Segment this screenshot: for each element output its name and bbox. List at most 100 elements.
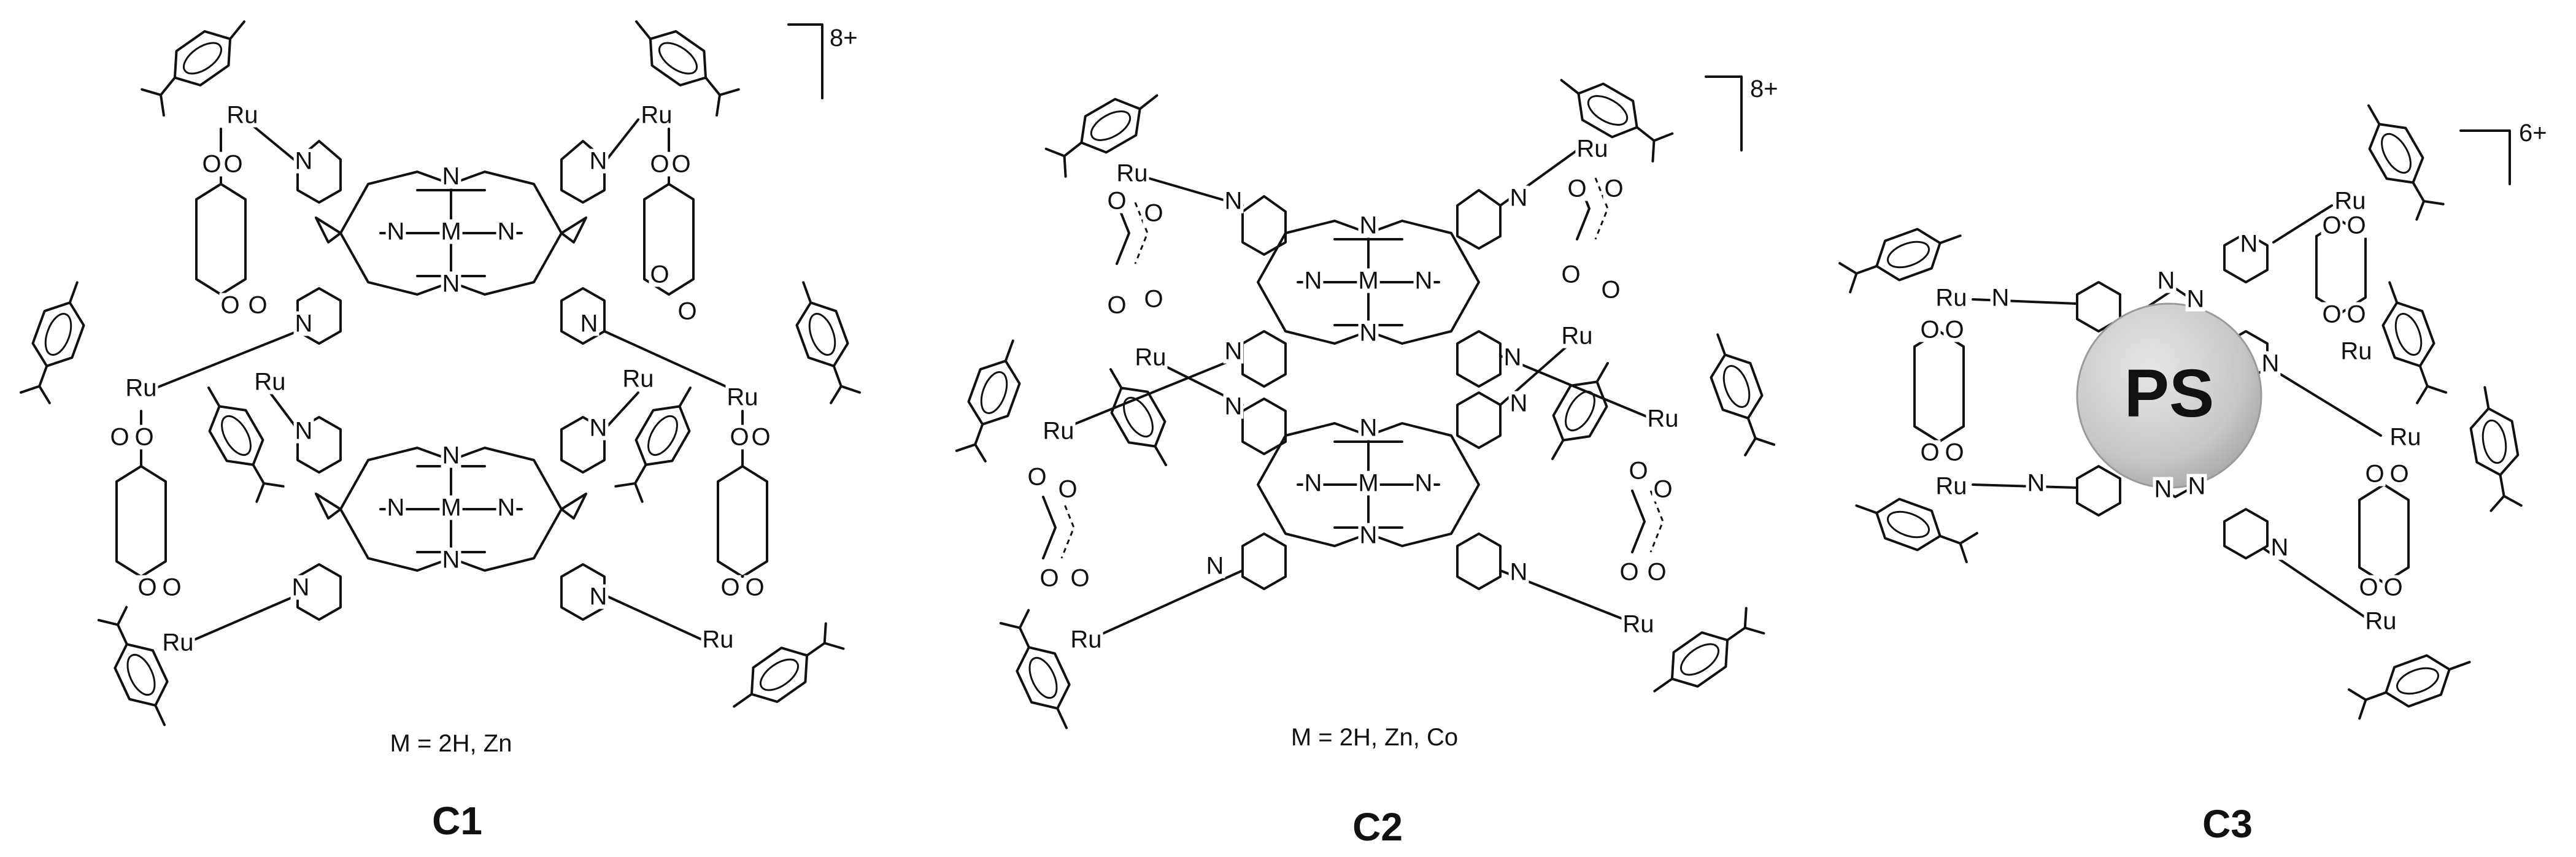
atom-label-background: [1603, 176, 1625, 201]
atom-label-background: [290, 575, 311, 600]
atom-label-background: [441, 443, 461, 468]
metal-center: M: [441, 218, 461, 245]
atom-label-background: [496, 495, 517, 520]
atom-label-background: [1205, 553, 1225, 578]
n-atom: N: [2262, 350, 2280, 377]
atom-label-background: [2269, 535, 2290, 560]
atom-label-background: [1621, 612, 1656, 637]
atom-label-background: [1943, 317, 1965, 342]
atom-label-background: [1133, 345, 1168, 370]
o-atom: O: [1107, 292, 1126, 319]
ru-atom: Ru: [2340, 338, 2372, 365]
atom-label-background: [385, 219, 406, 244]
atom-label-background: [1358, 320, 1379, 345]
complex-label: C2: [1352, 805, 1403, 849]
atom-label-background: [579, 311, 600, 336]
atom-label-background: [2333, 188, 2367, 213]
o-atom: O: [730, 424, 749, 451]
atom-label-background: [1115, 161, 1149, 186]
n-atom: N: [1360, 320, 1378, 347]
ru-atom: Ru: [125, 375, 156, 402]
n-atom: N: [2187, 286, 2205, 313]
atom-label-background: [1566, 176, 1588, 201]
o-atom: O: [650, 151, 669, 178]
n-atom: N: [1510, 390, 1528, 417]
o-atom: O: [162, 574, 181, 601]
metal-center: M: [1358, 267, 1378, 294]
ru-atom: Ru: [1622, 611, 1654, 638]
atom-label-background: [621, 366, 655, 391]
o-atom: O: [1039, 565, 1059, 592]
n-atom: N: [1415, 470, 1433, 497]
atom-label-background: [1069, 627, 1103, 652]
ru-atom: Ru: [1935, 285, 1967, 312]
n-atom: N: [295, 418, 313, 445]
atom-label-background: [744, 575, 766, 600]
atom-label-background: [161, 630, 195, 655]
o-atom: O: [2359, 574, 2378, 601]
ru-atom: Ru: [1561, 323, 1592, 350]
atom-label-background: [293, 418, 314, 444]
atom-label-background: [2321, 302, 2343, 327]
atom-label-background: [2388, 425, 2423, 450]
atom-label-background: [225, 102, 260, 128]
n-atom: N: [2027, 470, 2045, 497]
ru-atom: Ru: [2389, 424, 2421, 451]
atom-label-background: [1069, 566, 1091, 591]
o-atom: O: [751, 424, 770, 451]
atom-label-background: [2186, 474, 2207, 499]
atom-label-background: [2364, 461, 2386, 486]
o-atom: O: [1107, 188, 1126, 215]
cymene-rings: [19, 20, 862, 726]
atom-label-background: [588, 148, 609, 174]
atom-label-background: [219, 293, 241, 318]
o-atom: O: [1647, 559, 1666, 586]
o-atom: O: [1567, 175, 1586, 202]
atom-label-background: [1358, 213, 1379, 238]
atom-label-background: [2388, 461, 2410, 486]
ru-atom: Ru: [1647, 405, 1678, 432]
atom-label-background: [385, 495, 406, 520]
o-atom: O: [2347, 212, 2366, 239]
n-atom: N: [590, 148, 607, 175]
n-atom: N: [442, 547, 460, 574]
n-atom: N: [498, 218, 515, 245]
complex-c2: Ru Ru Ru Ru Ru Ru Ru Ru N N N N N N N N …: [955, 75, 1778, 849]
atom-label-background: [1934, 474, 1969, 499]
atom-label-background: [639, 102, 674, 128]
o-atom: O: [1920, 317, 1939, 344]
atom-label-background: [588, 584, 609, 609]
n-atom: N: [295, 148, 313, 175]
ru-atom: Ru: [226, 102, 258, 129]
o-atom: O: [202, 151, 221, 178]
atom-label-background: [2358, 575, 2380, 600]
n-atom: N: [442, 163, 460, 190]
o-atom: O: [650, 261, 669, 288]
ru-atom: Ru: [1070, 626, 1101, 653]
atom-label-background: [1627, 458, 1649, 483]
o-atom: O: [223, 151, 242, 178]
atom-label-background: [1106, 293, 1128, 318]
atom-label-background: [1357, 471, 1380, 496]
complex-c1: Ru Ru Ru Ru Ru Ru Ru Ru N N N N N N N N …: [19, 20, 862, 843]
atom-labels: Ru Ru Ru Ru Ru Ru Ru Ru N N N N N N N N …: [1026, 136, 1680, 653]
atom-label-background: [109, 425, 131, 450]
atom-label-background: [1560, 262, 1582, 287]
atom-label-background: [2239, 231, 2259, 256]
atom-label-background: [1357, 268, 1380, 293]
charge-bracket: 8+: [787, 23, 858, 99]
atom-label-background: [1575, 136, 1610, 161]
atom-label-background: [201, 152, 223, 177]
atom-label-background: [1508, 185, 1529, 210]
atom-label-background: [247, 293, 269, 318]
atom-label-background: [2382, 575, 2404, 600]
atom-label-background: [1143, 286, 1165, 312]
o-atom: O: [134, 424, 153, 451]
metal-center: M: [1358, 470, 1378, 497]
metal-caption: M = 2H, Zn: [390, 730, 512, 757]
ru-atom: Ru: [2365, 608, 2396, 635]
atom-label-background: [725, 385, 760, 410]
atom-label-background: [136, 575, 158, 600]
o-atom: O: [1070, 565, 1089, 592]
